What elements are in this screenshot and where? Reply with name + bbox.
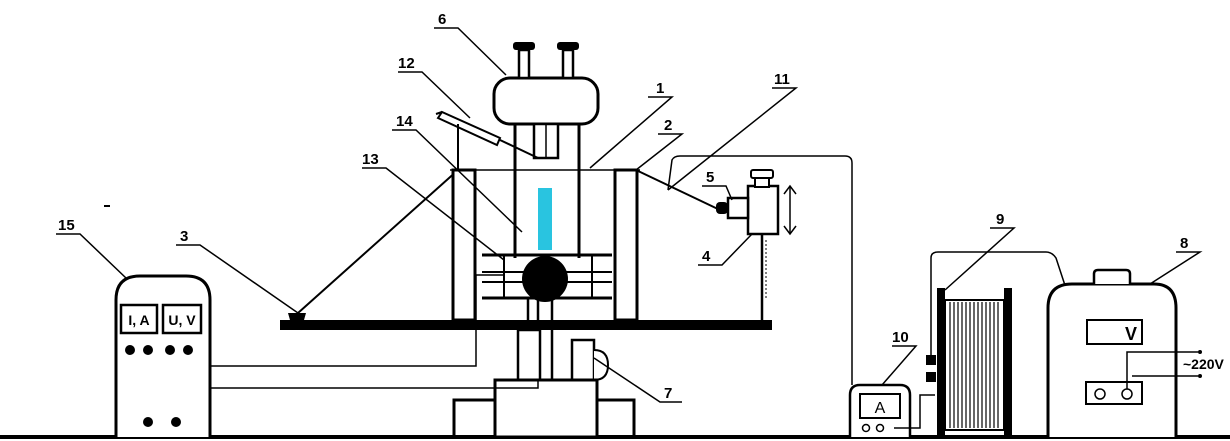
wire-11 (667, 155, 853, 385)
voltage-meter-label: U, V (168, 312, 196, 328)
wire-9 (930, 251, 1101, 393)
wire-ammeter (894, 394, 935, 429)
support-wire-left (297, 169, 459, 314)
callout-14: 14 (396, 113, 413, 130)
callout-11: 11 (774, 71, 790, 88)
probe (435, 110, 539, 170)
support-wire-right (635, 169, 721, 211)
callout-1: 1 (656, 80, 664, 97)
callouts: 1 2 3 4 5 6 7 8 9 10 11 12 13 14 15 (58, 11, 1188, 402)
chamber-post-right (613, 168, 639, 322)
ammeter: A (848, 383, 912, 437)
drive-unit (452, 328, 636, 439)
callout-6: 6 (438, 11, 446, 28)
current-meter-label: I, A (128, 312, 149, 328)
mains-label: ~220V (1183, 356, 1225, 372)
callout-2: 2 (664, 117, 672, 134)
callout-15: 15 (58, 217, 75, 234)
clamp-mechanism (492, 42, 600, 258)
chamber (450, 168, 640, 322)
sample-ball (522, 256, 568, 302)
sample-rod (538, 188, 552, 250)
callout-3: 3 (180, 228, 188, 245)
callout-7: 7 (664, 385, 672, 402)
callout-12: 12 (398, 55, 415, 72)
base-platform (280, 320, 772, 330)
chamber-post-left (451, 168, 477, 322)
callout-10: 10 (892, 329, 909, 346)
leveling-screw (288, 313, 306, 320)
sample-holder (482, 253, 612, 380)
mains-wire-1 (1126, 351, 1198, 389)
callout-9: 9 (996, 211, 1004, 228)
ammeter-label: A (875, 400, 886, 417)
voltmeter-label: V (1125, 324, 1137, 344)
power-supply: I, A U, V (114, 274, 212, 437)
micrometer (716, 169, 797, 320)
callout-4: 4 (702, 248, 711, 265)
callout-13: 13 (362, 151, 379, 168)
coil-reel (926, 288, 1012, 437)
voltmeter-unit: V (1046, 268, 1178, 437)
callout-8: 8 (1180, 235, 1188, 252)
callout-leaders (56, 27, 1203, 403)
callout-5: 5 (706, 169, 714, 186)
